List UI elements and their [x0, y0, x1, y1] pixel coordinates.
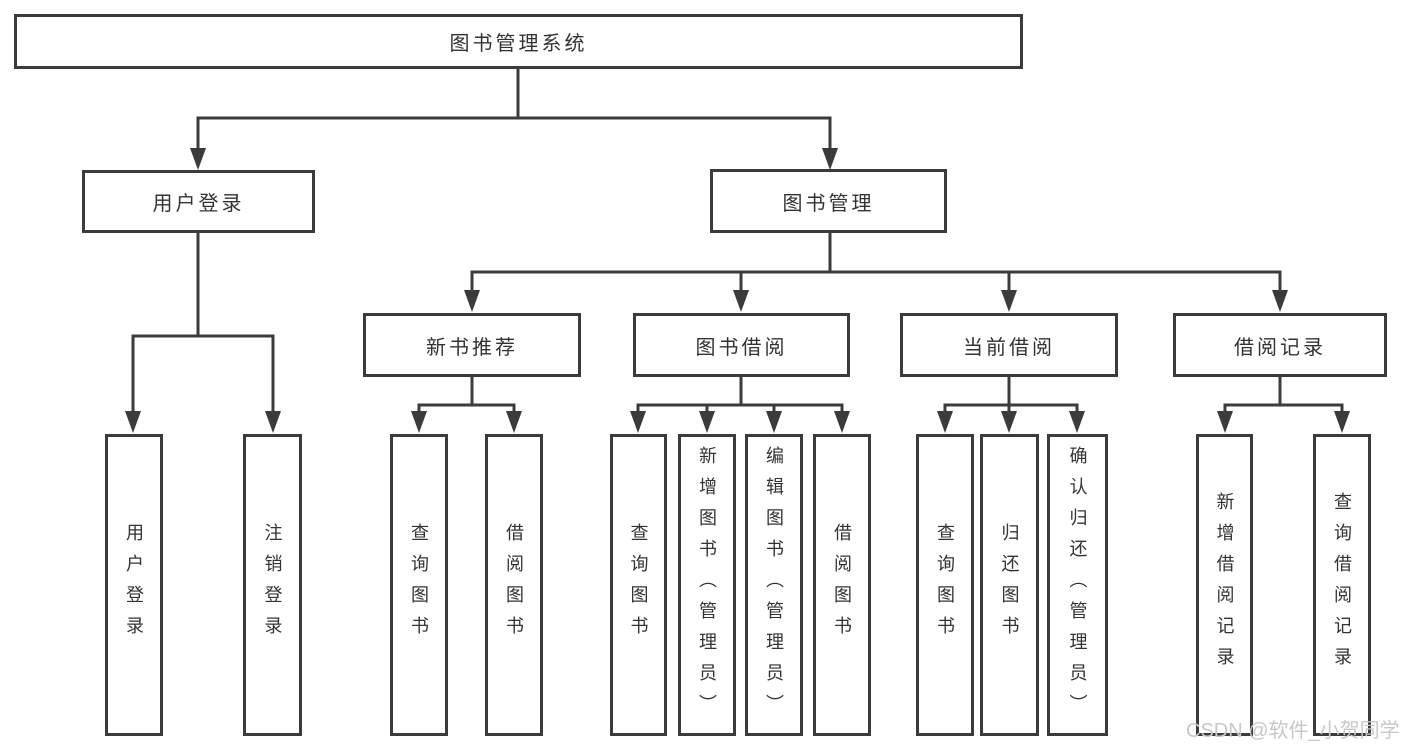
- leaf-borrow-books-recommend: 借阅图书: [485, 434, 543, 736]
- leaf-query-books-recommend: 查询图书: [390, 434, 448, 736]
- node-library-system: 图书管理系统: [14, 14, 1023, 69]
- leaf-query-books-borrowing: 查询图书: [610, 434, 667, 736]
- leaf-add-borrow-record: 新增借阅记录: [1196, 434, 1253, 736]
- node-borrowing-records: 借阅记录: [1173, 313, 1387, 377]
- node-new-book-recommendation: 新书推荐: [363, 313, 581, 377]
- node-current-borrowing: 当前借阅: [900, 313, 1118, 377]
- leaf-return-books: 归还图书: [980, 434, 1039, 736]
- leaf-edit-books-admin: 编辑图书（管理员）: [745, 434, 803, 736]
- leaf-query-books-current: 查询图书: [916, 434, 974, 736]
- node-user-login: 用户登录: [82, 170, 315, 233]
- node-book-management: 图书管理: [710, 169, 947, 233]
- leaf-user-login: 用户登录: [105, 434, 163, 736]
- node-book-borrowing: 图书借阅: [633, 313, 850, 377]
- leaf-confirm-return-admin: 确认归还（管理员）: [1047, 434, 1108, 736]
- leaf-query-borrow-record: 查询借阅记录: [1313, 434, 1371, 736]
- leaf-add-books-admin: 新增图书（管理员）: [678, 434, 736, 736]
- leaf-borrow-books-borrowing: 借阅图书: [813, 434, 871, 736]
- csdn-watermark: CSDN @软件_小贺同学: [1186, 720, 1400, 742]
- leaf-logout: 注销登录: [243, 434, 302, 736]
